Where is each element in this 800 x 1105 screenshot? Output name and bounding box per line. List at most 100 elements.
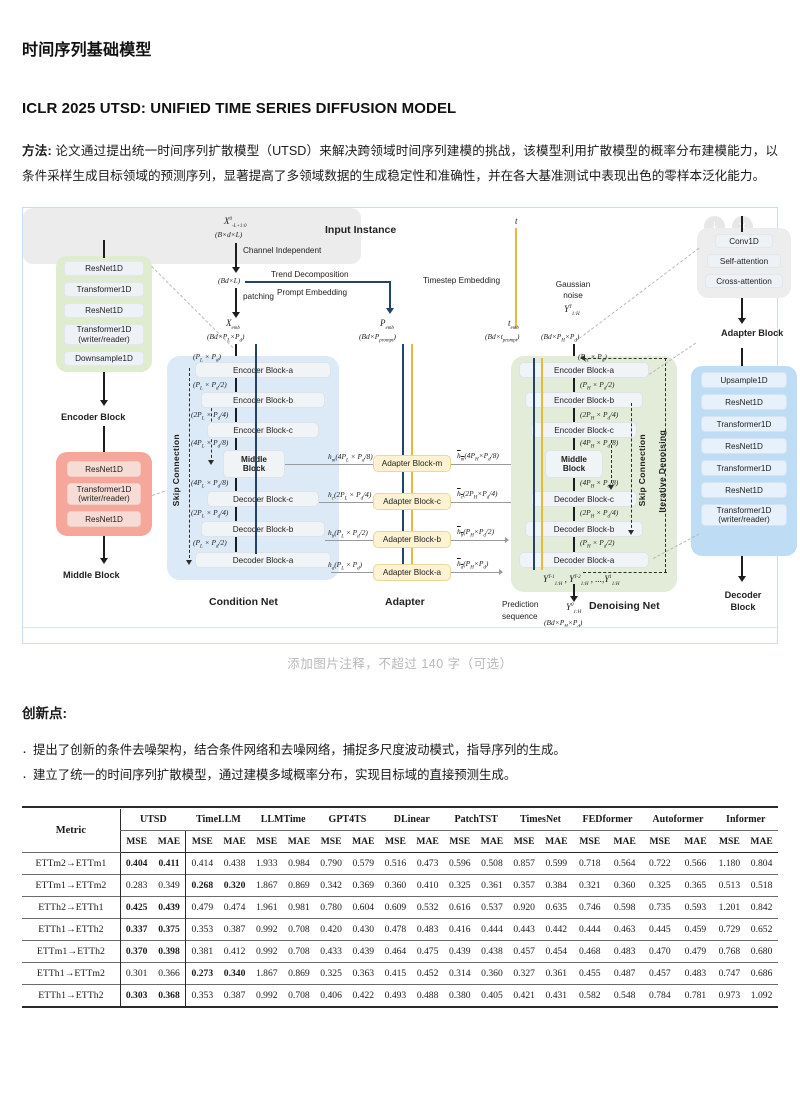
architecture-diagram: ⤓ ✕ Input Instance X0-L+1:0 (B×d×L) Chan… <box>23 208 797 643</box>
cond-dim-4: (4PL × Pd/8) <box>191 478 229 490</box>
gaussian-noise-label-2: noise <box>563 291 583 301</box>
cond-decoder-block-c: Decoder Block-c <box>207 491 319 508</box>
hbar-line-b <box>451 540 507 542</box>
row-header: ETTh1→ETTh2 <box>38 990 104 1001</box>
den-navy-bus <box>533 358 535 571</box>
table-cell: 0.992 <box>255 924 278 935</box>
cond-dim-0: (PL × Pd) <box>193 352 221 364</box>
page-title: 时间序列基础模型 <box>22 42 152 59</box>
table-cell: 0.513 <box>718 880 741 891</box>
p-emb-dim: (Bd×Pprompt) <box>359 332 396 344</box>
table-cell: 0.470 <box>649 946 671 957</box>
cond-line-1 <box>235 378 237 393</box>
p-emb-symbol: Pemb <box>380 318 394 332</box>
t-emb-symbol: temb <box>508 318 519 332</box>
decoder-stack-upsample: Upsample1D <box>701 372 787 389</box>
table-cell: 0.493 <box>384 990 407 1001</box>
y-T-dim: (Bd×PH×Pd) <box>541 332 580 344</box>
arrow-line-3 <box>235 344 237 367</box>
h-line-a <box>331 572 373 574</box>
table-cell: 0.457 <box>649 968 671 979</box>
adapter-stack-cross-attn: Cross-attention <box>705 274 783 289</box>
table-cell: 0.273 <box>185 962 219 985</box>
hbar-line-c <box>451 502 513 504</box>
table-cell: 0.349 <box>158 880 180 891</box>
h-line-m <box>285 464 373 466</box>
den-skip-dash <box>631 403 632 534</box>
table-cell: 0.457 <box>513 946 535 957</box>
table-cell: 0.680 <box>750 946 773 957</box>
adapter-caption: Adapter <box>385 596 425 609</box>
den-skip-dash-2 <box>611 440 612 489</box>
table-cell: 0.360 <box>481 968 503 979</box>
table-cell: 0.475 <box>416 946 439 957</box>
y0-arrow <box>570 596 578 603</box>
y0-dim: (Bd×PH×Pd) <box>544 618 583 629</box>
arrow-head-2 <box>232 312 240 319</box>
hbar-label-b: hb(PH×Pd/2) <box>457 527 495 539</box>
table-cell: 0.433 <box>320 946 342 957</box>
table-cell: 0.369 <box>352 880 375 891</box>
table-cell: 0.320 <box>223 880 246 891</box>
encoder-group-out-line <box>103 372 105 405</box>
table-cell: 0.420 <box>320 924 342 935</box>
sub-header-mse-2: MSE <box>256 836 278 847</box>
cond-dim-6: (PL × Pd/2) <box>193 538 227 550</box>
table-cell: 0.321 <box>578 880 601 891</box>
table-cell: 0.365 <box>684 880 707 891</box>
y0-line <box>573 584 575 599</box>
sub-header-mse-1: MSE <box>185 830 219 853</box>
table-cell: 0.992 <box>255 946 278 957</box>
adapter-stack-conv1d: Conv1D <box>715 234 773 249</box>
decoder-block-caption-2: Block <box>730 602 756 613</box>
table-cell: 0.361 <box>545 968 568 979</box>
table-cell: 0.973 <box>718 990 741 1001</box>
den-skip-dash-arrow <box>628 530 634 536</box>
page-root: 时间序列基础模型 ICLR 2025 UTSD: UNIFIED TIME SE… <box>0 36 800 1008</box>
cond-decoder-block-a: Decoder Block-a <box>195 552 331 569</box>
table-cell: 0.463 <box>613 924 636 935</box>
sub-header-mse-5: MSE <box>449 836 471 847</box>
denoising-net-caption: Denoising Net <box>589 600 660 613</box>
sub-header-row: MSE MAE MSE MAE MSE MAE MSE MAE MSE MAE … <box>22 830 778 853</box>
sub-header-mse-7: MSE <box>579 836 601 847</box>
den-encoder-block-c: Encoder Block-c <box>531 422 637 439</box>
paper-title: ICLR 2025 UTSD: UNIFIED TIME SERIES DIFF… <box>22 100 457 117</box>
input-instance-band <box>23 208 361 265</box>
table-cell: 0.406 <box>320 990 342 1001</box>
den-encoder-block-b: Encoder Block-b <box>525 392 643 409</box>
hbar-label-m: hm(4PH×Pd/8) <box>457 451 499 463</box>
table-cell: 0.479 <box>684 946 707 957</box>
middle-group-in-line <box>103 426 105 453</box>
table-cell: 0.984 <box>288 858 310 869</box>
y-sequence-label: YT-11:H , YT-21:H , ...,Y11:H <box>543 574 620 588</box>
y0-symbol: Y01:H <box>566 602 582 616</box>
den-dim-5: (2PH × Pd/4) <box>580 508 619 520</box>
adapter-block-c: Adapter Block-c <box>373 493 451 511</box>
channel-independent-label: Channel Independent <box>243 246 322 256</box>
prompt-embedding-label: Prompt Embedding <box>277 288 348 298</box>
adapter-group-in-line <box>741 216 743 233</box>
cond-line-2 <box>235 408 237 423</box>
architecture-figure[interactable]: ⤓ ✕ Input Instance X0-L+1:0 (B×d×L) Chan… <box>22 207 797 645</box>
h-label-c: hc(2PL × Pd/4) <box>328 490 372 502</box>
table-cell: 0.375 <box>158 924 180 935</box>
gaussian-noise-label-1: Gaussian <box>555 280 591 290</box>
table-cell: 0.439 <box>352 946 375 957</box>
bd-l-label: (Bd×L) <box>218 276 241 286</box>
cond-dim-1: (PL × Pd/2) <box>193 380 227 392</box>
cond-encoder-block-c: Encoder Block-c <box>207 422 319 439</box>
table-cell: 0.781 <box>684 990 707 1001</box>
table-cell: 0.425 <box>119 896 153 919</box>
table-cell: 0.411 <box>158 858 180 869</box>
table-cell: 0.869 <box>288 968 310 979</box>
table-cell: 0.487 <box>613 968 636 979</box>
group-header-autoformer: Autoformer <box>642 809 714 831</box>
adapter-stack-self-attn: Self-attention <box>707 254 781 269</box>
table-cell: 0.387 <box>223 924 246 935</box>
patching-label: patching <box>243 292 274 302</box>
arrow-line-1 <box>235 243 237 270</box>
table-cell: 0.283 <box>119 874 153 897</box>
sub-header-mse-8: MSE <box>649 836 671 847</box>
